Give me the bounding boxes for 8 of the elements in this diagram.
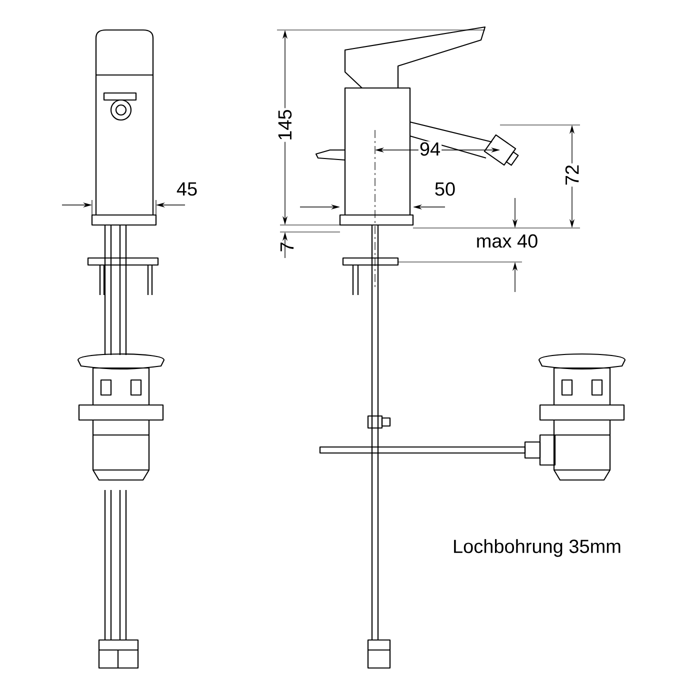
dimension-label: 72 xyxy=(564,163,580,187)
dimension-label: 7 xyxy=(280,242,294,252)
dimension-label: 50 xyxy=(435,182,455,196)
dimension-label: 145 xyxy=(277,108,293,142)
dimension-label: Lochbohrung 35mm xyxy=(454,539,620,557)
dimension-label: max 40 xyxy=(477,234,538,248)
dimension-label: 45 xyxy=(176,182,197,196)
dimension-label: 94 xyxy=(418,141,442,157)
